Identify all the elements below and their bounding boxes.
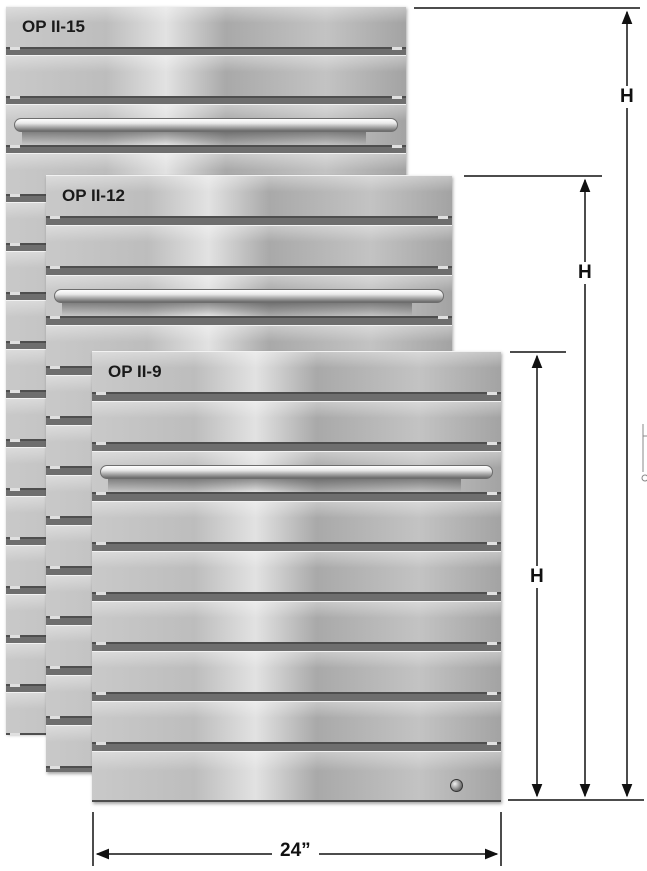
unit-label-op-ii-15: OP II-15 (22, 17, 85, 36)
unit-op-ii-9: OP II-9 (92, 351, 501, 802)
unit-label-op-ii-12: OP II-12 (62, 186, 125, 205)
width-label: 24” (272, 840, 319, 862)
panel (46, 175, 452, 219)
height-label-15: H (618, 86, 636, 108)
height-label-9: H (528, 566, 546, 588)
handle-panel (46, 275, 452, 319)
panel (92, 651, 501, 695)
panel (92, 401, 501, 445)
panel (92, 351, 501, 395)
panel (92, 501, 501, 545)
drawer-handle[interactable] (14, 118, 398, 132)
handle-panel (92, 451, 501, 495)
drawer-handle[interactable] (100, 465, 493, 479)
panel (92, 601, 501, 645)
drawer-handle[interactable] (54, 289, 444, 303)
height-label-12: H (576, 262, 594, 284)
handle-panel (6, 104, 406, 148)
panel (92, 551, 501, 595)
lock-icon[interactable] (450, 779, 463, 792)
panel (92, 701, 501, 745)
panel (92, 751, 501, 802)
panel (6, 55, 406, 99)
panel (46, 225, 452, 269)
unit-label-op-ii-9: OP II-9 (108, 362, 162, 381)
panel (6, 6, 406, 50)
